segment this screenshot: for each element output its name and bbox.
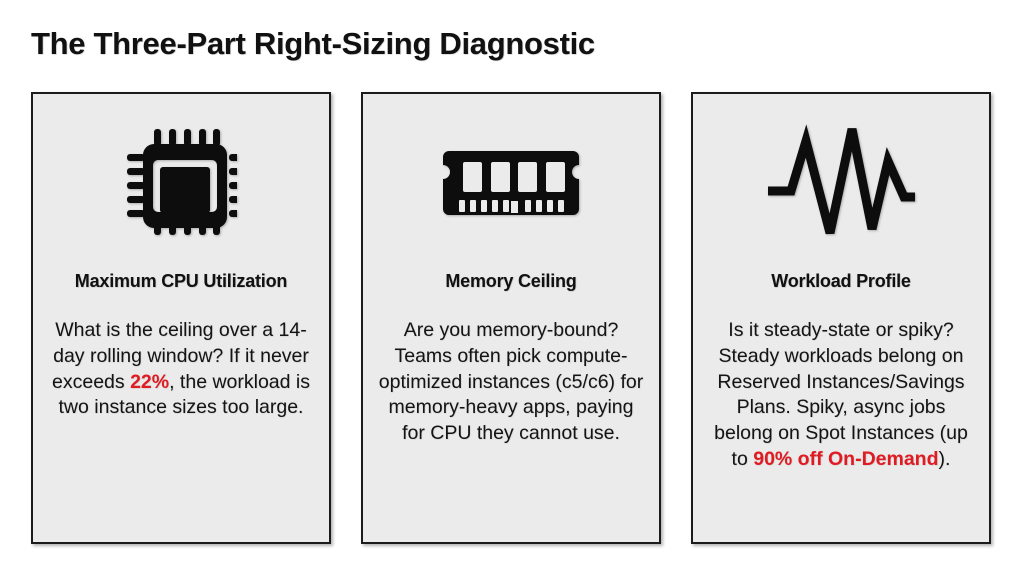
- card-body: Are you memory-bound? Teams often pick c…: [377, 318, 645, 447]
- body-segment: Are you memory-bound? Teams often pick c…: [378, 319, 644, 445]
- card-memory-ceiling: Memory Ceiling Are you memory-bound? Tea…: [361, 92, 661, 544]
- card-title: Memory Ceiling: [445, 271, 577, 291]
- page-title: The Three-Part Right-Sizing Diagnostic: [31, 26, 595, 61]
- highlight-value: 90% off On-Demand: [753, 447, 939, 470]
- body-segment: , the workload is two instance sizes too…: [58, 370, 310, 419]
- waveform-pulse-icon: [764, 94, 919, 269]
- cpu-chip-icon: [125, 94, 237, 269]
- body-segment: ).: [938, 447, 951, 470]
- card-body: What is the ceiling over a 14-day rollin…: [47, 318, 315, 421]
- body-segment: Is it steady-state or spiky? Steady work…: [714, 319, 968, 470]
- highlight-value: 22%: [130, 370, 170, 393]
- card-body: Is it steady-state or spiky? Steady work…: [707, 318, 975, 473]
- memory-ram-icon: [441, 94, 581, 269]
- card-workload-profile: Workload Profile Is it steady-state or s…: [691, 92, 991, 544]
- card-title: Workload Profile: [771, 271, 911, 291]
- body-segment: What is the ceiling over a 14-day rollin…: [52, 319, 309, 393]
- card-title: Maximum CPU Utilization: [74, 271, 288, 291]
- card-maximum-cpu-utilization: Maximum CPU Utilization What is the ceil…: [31, 92, 331, 544]
- card-row: Maximum CPU Utilization What is the ceil…: [31, 92, 991, 544]
